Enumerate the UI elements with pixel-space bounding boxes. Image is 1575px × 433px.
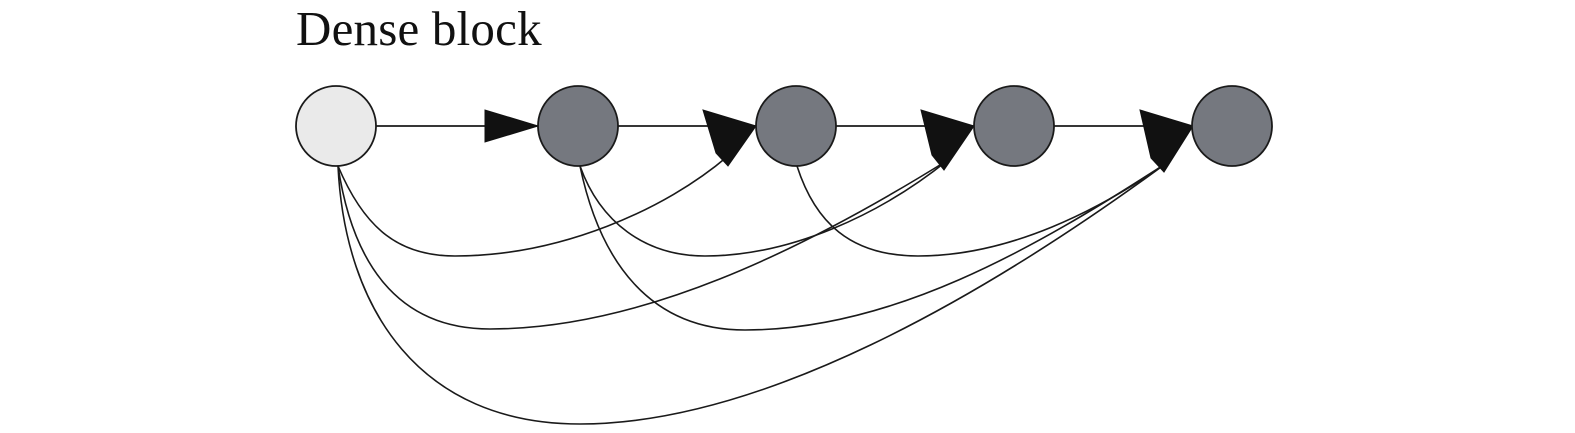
- node-layer-4: [1191, 85, 1273, 167]
- arrowheads: [484, 109, 1194, 173]
- edge-n0-n4: [337, 161, 1169, 425]
- nodes: [295, 85, 1273, 167]
- arrowhead-n2: [702, 109, 757, 167]
- edge-n2-n4: [796, 161, 1169, 257]
- node-layer-2: [755, 85, 837, 167]
- edge-n1-n3: [579, 159, 949, 257]
- skip-connections: [337, 155, 1169, 425]
- diagram-title: Dense block: [296, 1, 542, 56]
- node-layer-1: [537, 85, 619, 167]
- edge-n0-n3: [337, 159, 949, 330]
- arrowhead-n1: [484, 109, 540, 143]
- arrowhead-n4: [1139, 109, 1194, 173]
- node-input: [295, 85, 377, 167]
- edge-n1-n4: [579, 161, 1169, 331]
- node-layer-3: [973, 85, 1055, 167]
- arrowhead-n3: [920, 109, 975, 171]
- edge-n0-n2: [337, 155, 729, 257]
